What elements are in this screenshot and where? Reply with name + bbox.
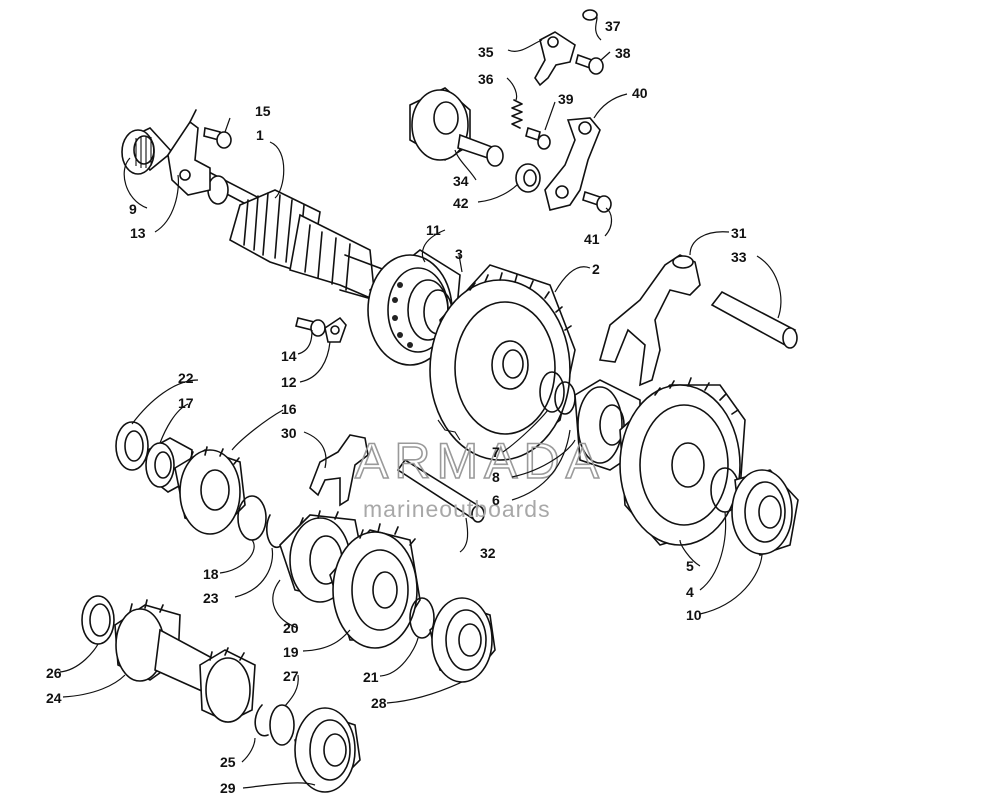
- label-36: 36: [478, 71, 494, 87]
- label-39: 39: [558, 91, 574, 107]
- bolt-14: [295, 317, 326, 337]
- label-40: 40: [632, 85, 648, 101]
- gear-16: [174, 446, 246, 535]
- label-1: 1: [256, 127, 264, 143]
- label-37: 37: [605, 18, 621, 34]
- label-22: 22: [178, 370, 194, 386]
- label-8: 8: [492, 469, 500, 485]
- oil-seal-42: [515, 163, 541, 193]
- stopper-lever-35: [534, 31, 576, 87]
- watermark-subtitle: marineoutboards: [363, 496, 551, 522]
- ball-bearing-10: [731, 469, 799, 556]
- bolt-41: [582, 190, 612, 213]
- shift-drum-34: [409, 87, 504, 167]
- washer-37: [582, 9, 598, 21]
- label-2: 2: [592, 261, 600, 277]
- watermark-title: ARMADA: [355, 433, 605, 489]
- shift-arm-40: [544, 117, 601, 211]
- label-23: 23: [203, 590, 219, 606]
- label-18: 18: [203, 566, 219, 582]
- label-33: 33: [731, 249, 747, 265]
- bolt-39: [525, 126, 551, 150]
- label-14: 14: [281, 348, 297, 364]
- label-3: 3: [455, 246, 463, 262]
- shift-rod-33: [710, 290, 798, 349]
- snap-ring-23: [266, 514, 283, 548]
- bolt-38: [575, 53, 604, 75]
- label-25: 25: [220, 754, 236, 770]
- label-12: 12: [281, 374, 297, 390]
- label-42: 42: [453, 195, 469, 211]
- label-11: 11: [426, 222, 441, 238]
- countershaft-24: [114, 599, 256, 723]
- label-30: 30: [281, 425, 297, 441]
- label-20: 20: [283, 620, 299, 636]
- label-19: 19: [283, 644, 299, 660]
- label-9: 9: [129, 201, 137, 217]
- label-10: 10: [686, 607, 702, 623]
- retainer-plate-13: [167, 109, 211, 196]
- bolt-15: [203, 126, 232, 149]
- spring-36: [511, 99, 523, 129]
- label-41: 41: [584, 231, 600, 247]
- washer-18: [237, 495, 267, 541]
- ball-bearing-29: [294, 707, 361, 793]
- shift-rod-32: [396, 458, 485, 523]
- shift-fork-30: [309, 434, 369, 507]
- label-6: 6: [492, 492, 500, 508]
- label-4: 4: [686, 584, 694, 600]
- label-24: 24: [46, 690, 62, 706]
- washer-26: [81, 595, 115, 645]
- label-17: 17: [178, 395, 194, 411]
- label-32: 32: [480, 545, 496, 561]
- leader-lines: [59, 15, 782, 789]
- gear-2: [429, 264, 576, 461]
- part-number-labels: 1 2 3 4 5 6 7 8 9 10 11 12 13 14 15 16 1…: [46, 18, 747, 796]
- label-5: 5: [686, 558, 694, 574]
- label-31: 31: [731, 225, 747, 241]
- gear-19: [329, 523, 421, 649]
- label-35: 35: [478, 44, 494, 60]
- label-16: 16: [281, 401, 297, 417]
- label-21: 21: [363, 669, 379, 685]
- label-7: 7: [492, 444, 500, 460]
- plate-12: [324, 316, 347, 343]
- label-27: 27: [283, 668, 299, 684]
- snap-ring-25: [254, 704, 269, 737]
- washer-22: [115, 421, 149, 471]
- gear-5: [619, 377, 746, 546]
- washer-7: [539, 371, 565, 413]
- shift-fork-31: [598, 254, 701, 387]
- label-38: 38: [615, 45, 631, 61]
- label-34: 34: [453, 173, 469, 189]
- washer-27: [269, 704, 295, 746]
- ball-bearing-28: [429, 597, 496, 683]
- label-26: 26: [46, 665, 62, 681]
- needle-bearing-9: [121, 127, 174, 175]
- label-15: 15: [255, 103, 271, 119]
- label-13: 13: [130, 225, 146, 241]
- main-shaft-1: [198, 168, 386, 303]
- label-28: 28: [371, 695, 387, 711]
- label-29: 29: [220, 780, 236, 796]
- washer-21: [409, 597, 435, 639]
